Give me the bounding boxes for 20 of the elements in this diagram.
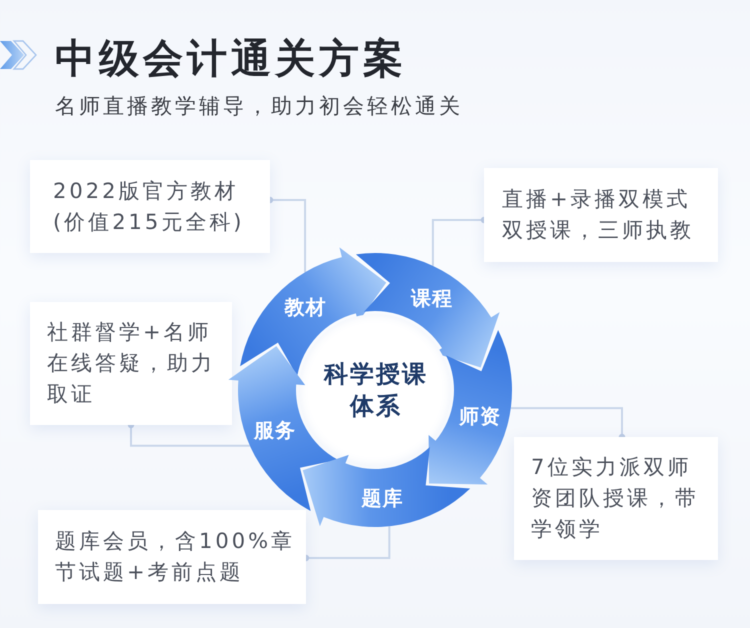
callout-box	[30, 302, 232, 425]
segment-label: 教材	[284, 295, 327, 320]
callout-box	[514, 437, 718, 560]
callout-text: 2022版官方教材(价值215元全科)	[53, 178, 246, 236]
callout-text: 直播+录播双模式双授课，三师执教	[502, 186, 695, 244]
callout-text: 社群督学+名师在线答疑，助力取证	[47, 319, 216, 408]
callout-box	[30, 160, 270, 253]
center-label: 科学授课体系	[322, 359, 429, 422]
segment-label: 题库	[362, 486, 404, 510]
callout-box	[484, 168, 718, 262]
segment-label: 师资	[458, 404, 501, 428]
title: 中级会计通关方案	[55, 35, 407, 84]
arrow-segment	[302, 446, 471, 527]
segment-label: 服务	[254, 418, 296, 442]
arrow-segment	[428, 329, 512, 485]
callout-text: 7位实力派双师资团队授课，带学领学	[531, 454, 700, 543]
callout-text: 题库会员，含100%章节试题+考前点题	[55, 528, 296, 586]
callout-box	[38, 510, 306, 604]
subtitle: 名师直播教学辅导，助力初会轻松通关	[55, 93, 463, 120]
segment-label: 课程	[411, 286, 454, 310]
